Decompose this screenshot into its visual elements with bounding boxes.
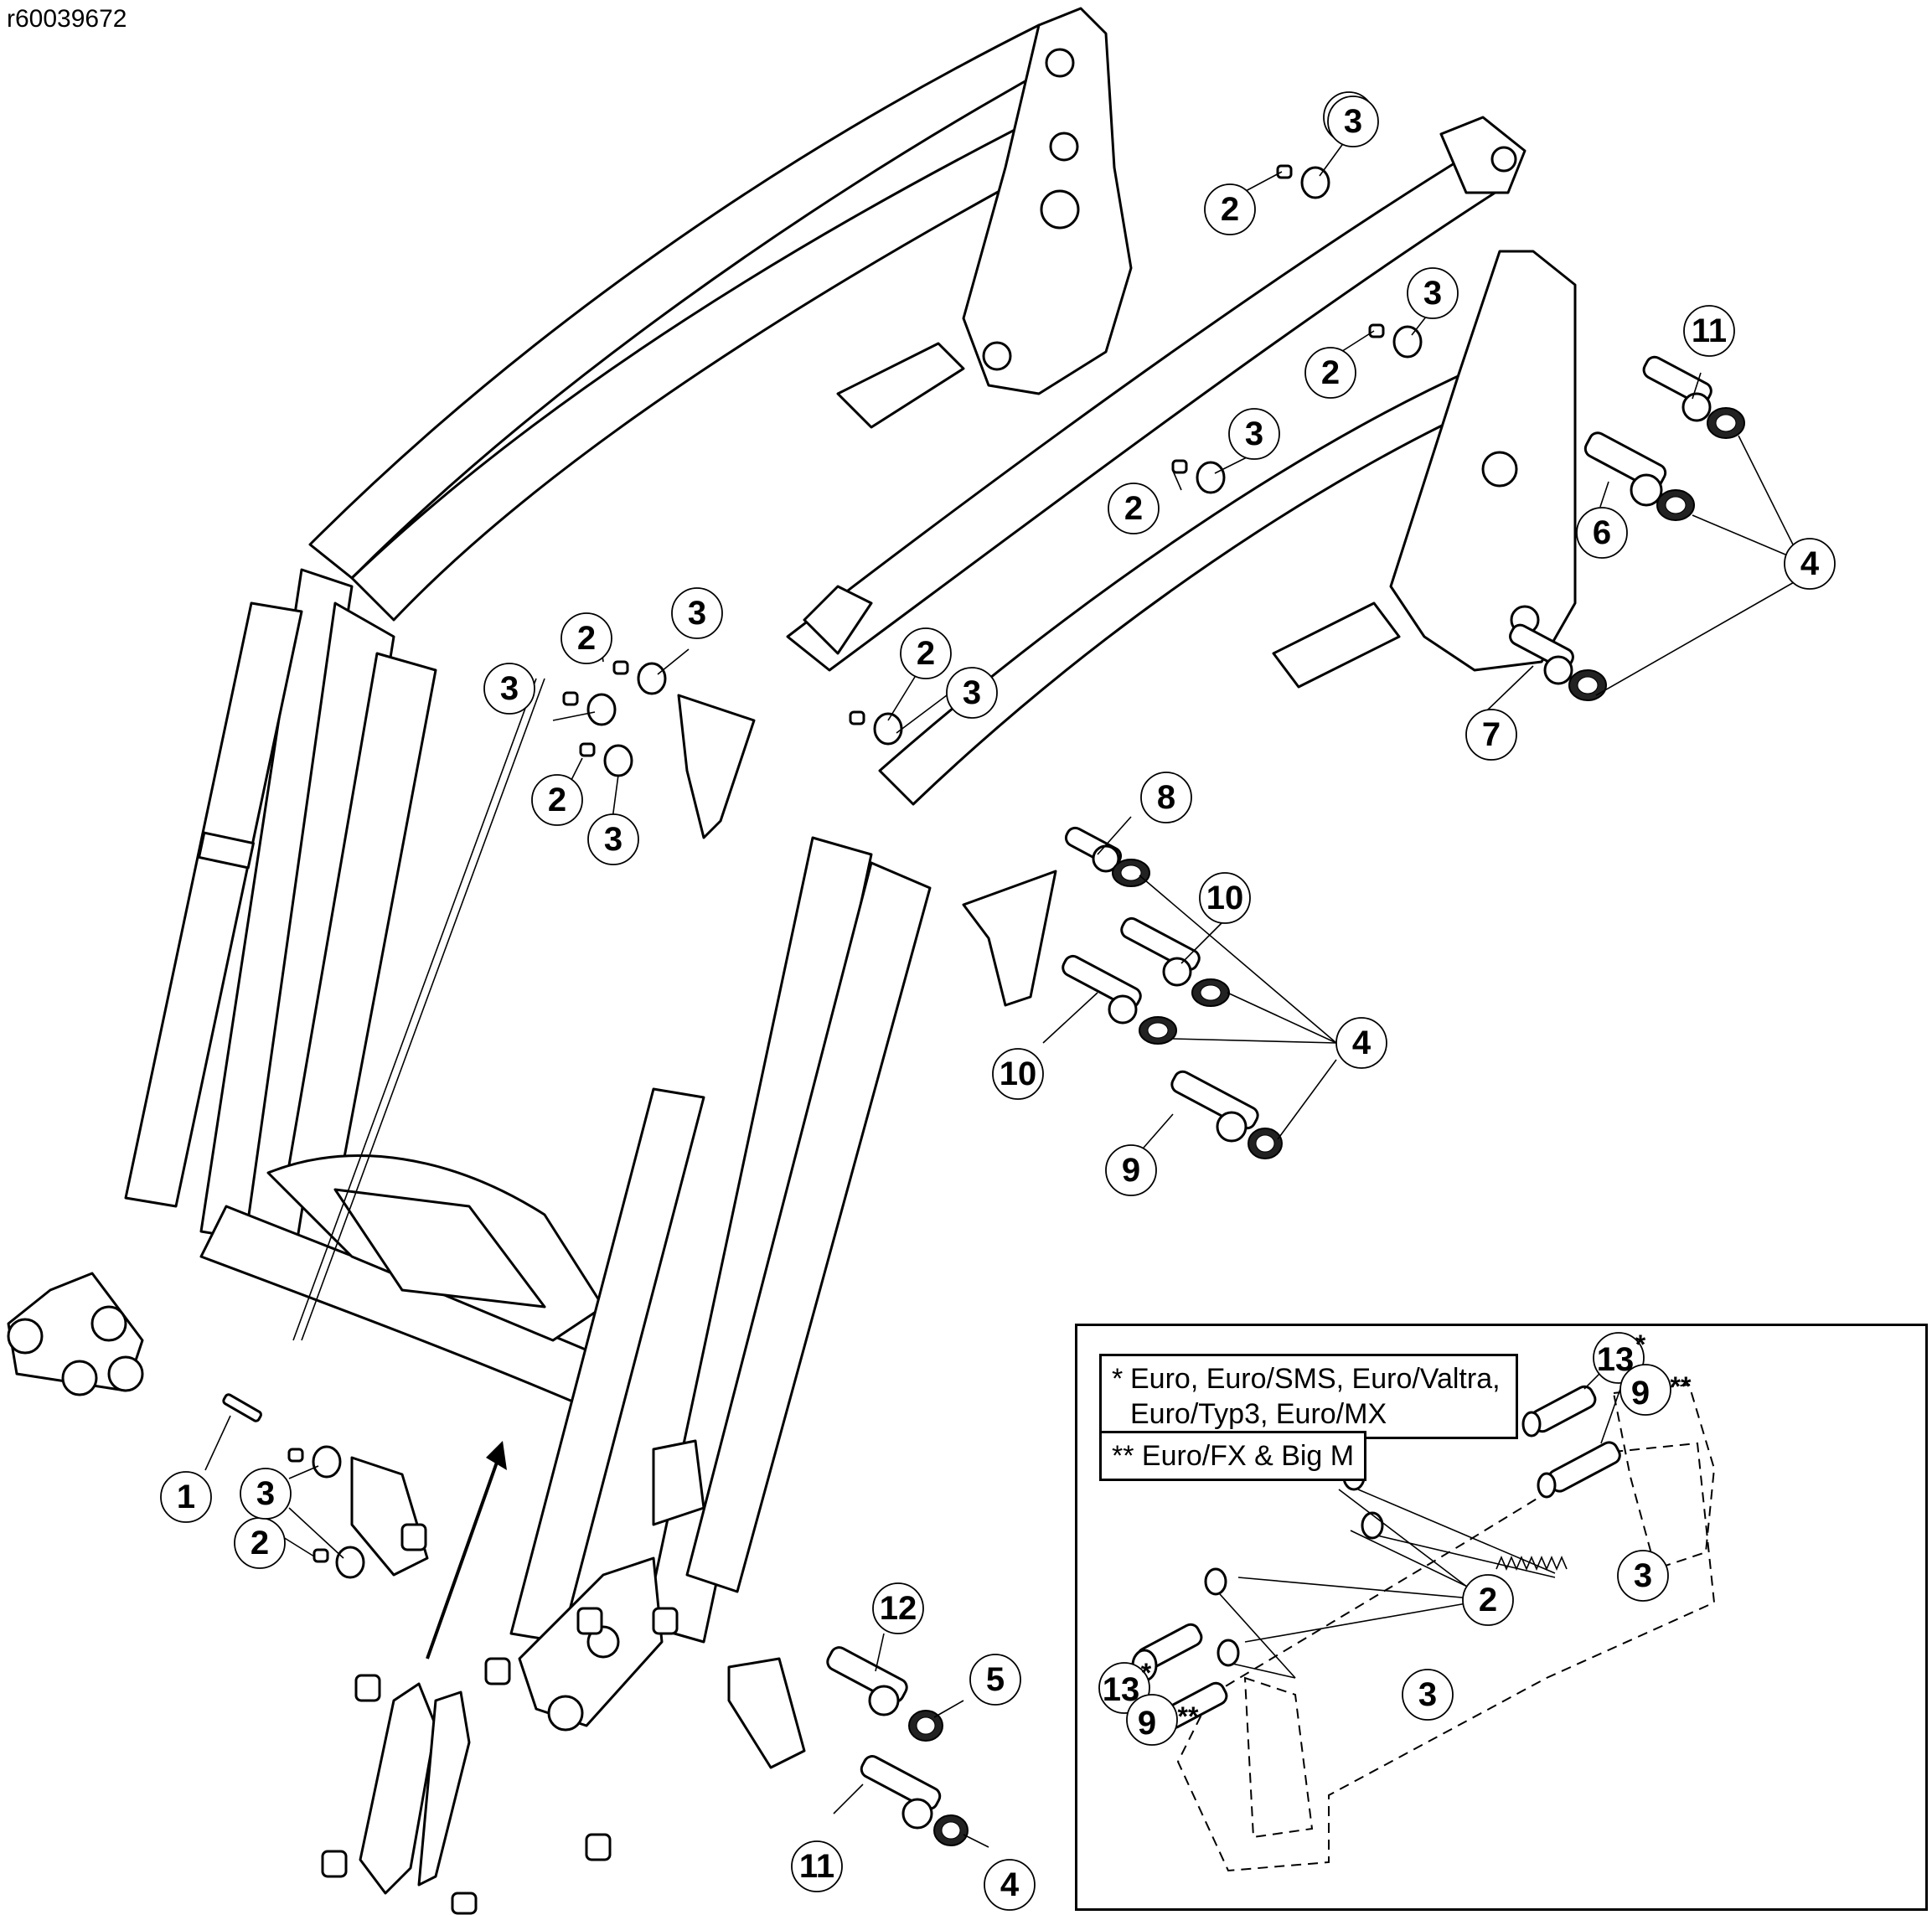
callout-3[interactable]: 3 xyxy=(587,813,639,865)
svg-text:2: 2 xyxy=(548,782,566,818)
loader-frame-drawing xyxy=(7,7,1577,1915)
note-mark: * xyxy=(1112,1363,1124,1395)
callout-3[interactable]: 3 xyxy=(946,667,998,719)
callout-2[interactable]: 2 xyxy=(900,627,952,679)
callouts-main: 1 2 2 2 2 2 2 2 2 3 3 3 3 3 3 3 3 3 4 4 … xyxy=(160,91,1836,1911)
callout-2[interactable]: 2 xyxy=(1304,347,1356,399)
callout-11[interactable]: 11 xyxy=(791,1840,843,1892)
callout-3[interactable]: 3 xyxy=(483,663,535,715)
svg-text:9: 9 xyxy=(1122,1152,1140,1189)
svg-text:4: 4 xyxy=(1352,1025,1372,1061)
callout-8[interactable]: 8 xyxy=(1140,772,1192,823)
callout-3[interactable]: 3 xyxy=(671,587,723,639)
callout-10[interactable]: 10 xyxy=(992,1048,1044,1100)
figure-id: r60039672 xyxy=(7,5,127,33)
callout-9[interactable]: 9 xyxy=(1105,1144,1157,1196)
callout-1[interactable]: 1 xyxy=(160,1471,212,1523)
callout-2[interactable]: 2 xyxy=(234,1517,286,1569)
svg-text:10: 10 xyxy=(1000,1056,1037,1092)
svg-text:11: 11 xyxy=(1692,312,1727,349)
callout-12[interactable]: 12 xyxy=(872,1582,924,1634)
callout-5[interactable]: 5 xyxy=(969,1654,1021,1706)
callout-3[interactable]: 3 xyxy=(1407,267,1459,319)
svg-text:3: 3 xyxy=(256,1475,275,1512)
svg-text:12: 12 xyxy=(880,1590,917,1627)
note-single-asterisk: *Euro, Euro/SMS, Euro/Valtra,Euro/Typ3, … xyxy=(1099,1354,1518,1439)
svg-text:4: 4 xyxy=(1000,1866,1020,1903)
svg-text:11: 11 xyxy=(799,1848,834,1885)
note-line: Euro, Euro/SMS, Euro/Valtra, xyxy=(1130,1363,1501,1395)
svg-text:3: 3 xyxy=(500,670,519,707)
svg-text:2: 2 xyxy=(1221,191,1239,228)
callout-3[interactable]: 3 xyxy=(1228,408,1280,460)
note-mark: ** xyxy=(1112,1440,1134,1472)
svg-text:3: 3 xyxy=(1344,103,1362,140)
hardware-parts xyxy=(222,164,1745,1846)
svg-text:5: 5 xyxy=(986,1661,1005,1698)
callout-3[interactable]: 3 xyxy=(240,1468,292,1520)
note-line: Euro/Typ3, Euro/MX xyxy=(1130,1398,1387,1430)
svg-text:3: 3 xyxy=(1245,416,1263,452)
svg-text:2: 2 xyxy=(917,635,935,672)
svg-text:10: 10 xyxy=(1206,880,1244,916)
callout-4[interactable]: 4 xyxy=(1784,538,1836,590)
callout-3[interactable]: 3 xyxy=(1327,95,1379,147)
svg-text:3: 3 xyxy=(688,595,706,632)
svg-text:3: 3 xyxy=(604,821,622,858)
svg-text:2: 2 xyxy=(1321,354,1340,391)
callout-2[interactable]: 2 xyxy=(1204,183,1256,235)
svg-text:2: 2 xyxy=(1124,490,1143,527)
svg-text:7: 7 xyxy=(1482,716,1501,753)
callout-6[interactable]: 6 xyxy=(1576,507,1628,559)
svg-text:2: 2 xyxy=(577,620,596,657)
callout-7[interactable]: 7 xyxy=(1465,709,1517,761)
callout-2[interactable]: 2 xyxy=(1108,483,1160,534)
inset-detail: *Euro, Euro/SMS, Euro/Valtra,Euro/Typ3, … xyxy=(1075,1324,1928,1911)
callout-4[interactable]: 4 xyxy=(1335,1017,1387,1069)
svg-text:8: 8 xyxy=(1157,779,1175,816)
callout-11[interactable]: 11 xyxy=(1683,305,1735,357)
svg-text:3: 3 xyxy=(1423,275,1442,312)
svg-text:6: 6 xyxy=(1593,514,1611,551)
svg-text:2: 2 xyxy=(251,1525,269,1561)
note-line: Euro/FX & Big M xyxy=(1141,1440,1355,1472)
svg-text:1: 1 xyxy=(177,1479,195,1515)
callout-2[interactable]: 2 xyxy=(531,774,583,826)
leader-lines xyxy=(204,129,1802,1848)
callout-10[interactable]: 10 xyxy=(1199,872,1251,924)
svg-text:3: 3 xyxy=(963,674,981,711)
callout-2[interactable]: 2 xyxy=(560,612,612,664)
svg-text:4: 4 xyxy=(1800,545,1820,582)
note-double-asterisk: ** Euro/FX & Big M xyxy=(1099,1431,1367,1481)
callout-4[interactable]: 4 xyxy=(984,1859,1036,1911)
